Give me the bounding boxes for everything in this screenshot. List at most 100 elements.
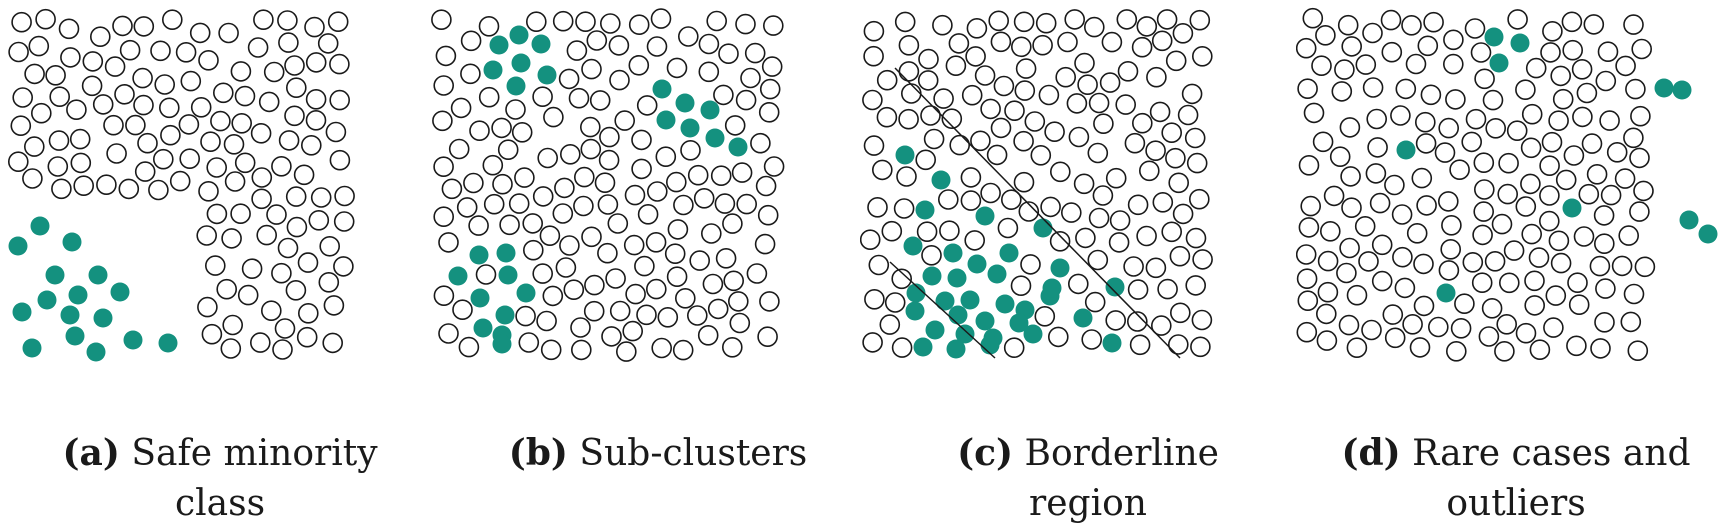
panel-b-majority-point <box>754 233 776 255</box>
panel-c-majority-point <box>1116 9 1138 30</box>
panel-d-majority-point <box>1341 197 1362 218</box>
panel-b-majority-point <box>594 172 616 193</box>
panel-d-majority-point <box>1339 117 1361 138</box>
panel-b-majority-point <box>555 257 577 278</box>
panel-b-minority-point <box>516 283 536 303</box>
panel-d-majority-point <box>1339 237 1360 259</box>
panel-c-majority-point <box>1117 61 1139 82</box>
panel-c-majority-point <box>1169 245 1191 267</box>
panel-c-majority-point <box>1191 309 1213 331</box>
panel-c-majority-point <box>1088 207 1110 229</box>
panel-d-majority-point <box>1597 41 1619 63</box>
panel-a-majority-point <box>92 94 114 115</box>
panel-d-majority-point <box>1413 253 1434 275</box>
panel-b-minority-point <box>511 53 531 73</box>
panel-b-majority-point <box>433 156 454 177</box>
caption-d-line2: outliers <box>1446 483 1586 524</box>
panel-c-majority-point <box>1115 94 1137 115</box>
panel-a-majority-point <box>159 97 180 119</box>
panel-a-minority-point <box>93 308 113 328</box>
panel-d-majority-point <box>1366 108 1387 130</box>
panel-c-majority-point <box>1101 31 1123 53</box>
panel-c-majority-point <box>900 83 922 104</box>
panel-b-majority-point <box>542 285 564 307</box>
panel-d-majority-point <box>1392 246 1413 268</box>
panel-c-minority-point <box>1042 278 1062 298</box>
panel-b-majority-point <box>710 165 732 186</box>
panel-a-majority-point <box>218 22 239 44</box>
panel-a-majority-point <box>160 124 181 146</box>
panel-a-majority-point <box>272 339 293 360</box>
panel-d-majority-point <box>1471 272 1493 294</box>
panel-b-majority-point <box>492 173 513 195</box>
panel-d-majority-point <box>1462 251 1484 273</box>
panel-c-majority-point <box>881 220 903 242</box>
panel-c-majority-point <box>863 135 885 156</box>
panel-d-majority-point <box>1340 166 1361 187</box>
panel-a-minority-point <box>62 232 82 252</box>
panel-d-majority-point <box>1449 159 1470 180</box>
panel-b-minority-point <box>496 243 516 263</box>
panel-c-majority-point <box>1185 227 1207 249</box>
panel-d-majority-point <box>1625 78 1646 100</box>
panel-c-minority-point <box>1073 308 1093 328</box>
panel-b-majority-point <box>460 30 482 52</box>
panel-c-majority-point <box>1068 126 1090 148</box>
panel-a-majority-point <box>296 326 318 348</box>
panel-d-majority-point <box>1438 117 1459 139</box>
panel-d-majority-point <box>1319 221 1341 242</box>
panel-d-majority-point <box>1539 210 1560 232</box>
panel-d-majority-point <box>1528 247 1550 268</box>
panel-a-majority-point <box>133 94 154 116</box>
panel-c-majority-point <box>1084 16 1105 38</box>
panel-a-majority-point <box>206 157 227 178</box>
panel-b-majority-point <box>511 122 533 143</box>
panel-b-majority-point <box>608 35 630 56</box>
panel-b-majority-point <box>584 274 605 296</box>
panel-d-majority-point <box>1578 183 1600 205</box>
panel-d-majority-point <box>1317 250 1339 272</box>
panel-d-majority-point <box>1572 106 1593 128</box>
panel-c-majority-point <box>1108 232 1130 253</box>
panel-d-majority-point <box>1358 251 1379 272</box>
panel-d-majority-point <box>1362 77 1384 98</box>
panel-a-majority-point <box>216 278 237 300</box>
panel-c-majority-point <box>1105 167 1127 189</box>
panel-d-majority-point <box>1542 20 1563 42</box>
panel-d-majority-point <box>1629 201 1650 222</box>
panel-c-majority-point <box>896 166 917 187</box>
panel-a-majority-point <box>308 210 330 231</box>
panel-d-majority-point <box>1380 9 1402 31</box>
panel-d-majority-point <box>1583 14 1605 35</box>
panel-d-majority-point <box>1474 68 1495 90</box>
panel-c-majority-point <box>945 55 967 76</box>
panel-b-majority-point <box>746 263 768 284</box>
panel-c-majority-point <box>1075 227 1096 249</box>
panel-c-majority-point <box>1093 113 1114 134</box>
panel-b-majority-point <box>744 42 766 64</box>
panel-c-majority-point <box>871 159 893 181</box>
panel-a-majority-point <box>73 175 94 196</box>
panel-b-majority-point <box>475 264 497 285</box>
panel-c-majority-point <box>1099 72 1121 93</box>
panel-d-majority-point <box>1491 213 1513 235</box>
panel-c-minority-point <box>1102 333 1122 353</box>
panel-b-minority-point <box>448 266 468 286</box>
panel-a-majority-point <box>263 61 285 83</box>
panel-b-majority-point <box>727 291 749 312</box>
panel-c-majority-point <box>949 134 970 156</box>
caption-a-tag: (a) <box>62 432 120 474</box>
panel-b-majority-point <box>491 117 512 139</box>
panel-b-majority-point <box>724 115 746 136</box>
panel-d-majority-point <box>1482 89 1504 111</box>
panel-b-majority-point <box>759 291 780 312</box>
panel-b-majority-point <box>601 326 622 347</box>
panel-d-minority-point <box>1698 224 1718 244</box>
panel-c-majority-point <box>1161 221 1183 243</box>
panel-d-majority-point <box>1361 319 1382 341</box>
panel-c-minority-point <box>948 305 968 325</box>
panel-d-majority-point <box>1302 7 1324 29</box>
panel-c-majority-point <box>1189 9 1211 31</box>
panel-a-majority-point <box>49 86 71 107</box>
caption-c-line2: region <box>1029 483 1147 524</box>
